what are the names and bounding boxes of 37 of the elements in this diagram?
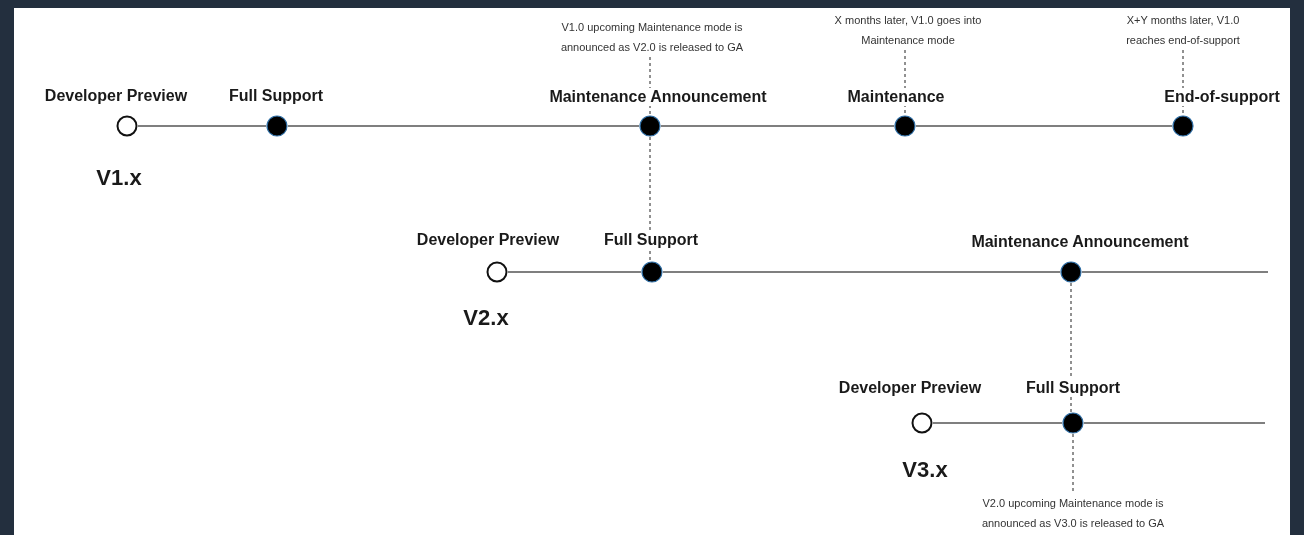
milestone-dot: [1060, 261, 1082, 283]
open-milestone-circle: [116, 115, 138, 137]
dashed-leader-line: [649, 56, 651, 116]
milestone-dot: [894, 115, 916, 137]
open-milestone-circle: [486, 261, 508, 283]
milestone-dot: [266, 115, 288, 137]
milestone-label: Developer Preview: [43, 87, 189, 105]
milestone-label: Maintenance Announcement: [548, 88, 768, 106]
dashed-leader-line: [904, 49, 906, 116]
milestone-label: Full Support: [227, 87, 325, 105]
timeline-line: [1081, 271, 1269, 273]
milestone-dot: [1062, 412, 1084, 434]
open-milestone-circle: [911, 412, 933, 434]
version-label: V2.x: [463, 305, 509, 331]
milestone-label: Developer Preview: [837, 379, 983, 397]
milestone-dot: [639, 115, 661, 137]
milestone-dot: [641, 261, 663, 283]
milestone-label: End-of-support: [1163, 88, 1281, 106]
version-label: V1.x: [96, 165, 142, 191]
version-label: V3.x: [902, 457, 948, 483]
timeline-line: [915, 125, 1173, 127]
milestone-label: Maintenance: [846, 88, 946, 106]
dashed-leader-line: [649, 136, 651, 262]
timeline-line: [137, 125, 267, 127]
milestone-label: Developer Preview: [415, 231, 561, 249]
milestone-label: Full Support: [1024, 379, 1122, 397]
timeline-line: [287, 125, 640, 127]
milestone-dot: [1172, 115, 1194, 137]
dashed-leader-line: [1072, 433, 1074, 494]
dashed-leader-line: [1070, 282, 1072, 413]
milestone-label: Full Support: [602, 231, 700, 249]
timeline-line: [932, 422, 1063, 424]
timeline-line: [507, 271, 642, 273]
timeline-line: [1083, 422, 1266, 424]
timeline-line: [660, 125, 895, 127]
dashed-leader-line: [1182, 49, 1184, 116]
timeline-line: [662, 271, 1061, 273]
